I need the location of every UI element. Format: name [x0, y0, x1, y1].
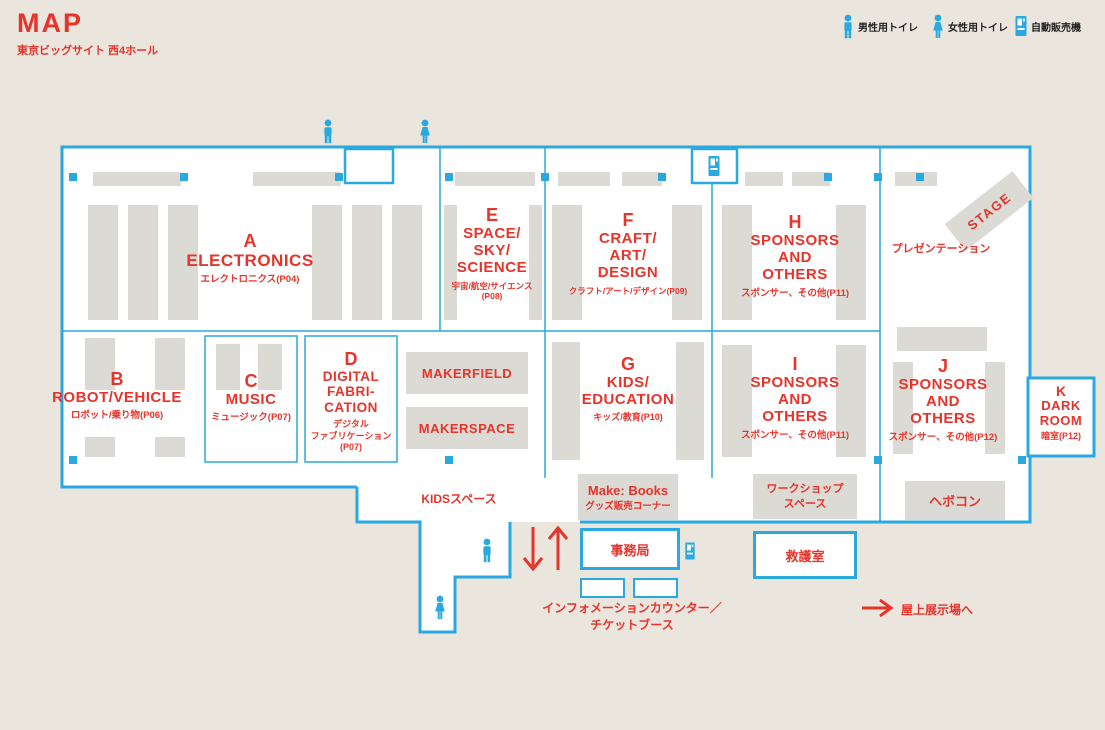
make-books-label: Make: Books — [587, 482, 669, 498]
hebocon-box: ヘボコン — [905, 481, 1005, 520]
top-mens-toilet-icon — [324, 119, 332, 144]
map-logo: MAP — [17, 8, 83, 38]
legend-womens-toilet-label: 女性用トイレ — [948, 23, 1008, 34]
area-kids-education: G KIDS/ EDUCATION キッズ/教育(P10) — [557, 355, 699, 424]
area-robot-vehicle: B ROBOT/VEHICLE ロボット/乗り物(P06) — [33, 370, 201, 422]
office-label: 事務局 — [610, 542, 650, 558]
makerspace-box: MAKERSPACE — [406, 407, 528, 449]
area-dark-room-letter: K — [1055, 383, 1067, 399]
section-dividers — [62, 147, 881, 522]
presentation-label: プレゼンテーション — [891, 243, 991, 255]
area-sponsors-j-jp: スポンサー、その他(P12) — [888, 431, 998, 443]
area-music-letter: C — [244, 371, 258, 391]
office-table-2 — [633, 578, 678, 598]
hall-outline — [60, 145, 1032, 634]
makerfield-label: MAKERFIELD — [421, 365, 513, 381]
makerspace-label: MAKERSPACE — [418, 420, 516, 436]
office-box: 事務局 — [580, 528, 680, 570]
area-sponsors-i-name: SPONSORS AND OTHERS — [750, 373, 840, 426]
legend-vending-machine-icon — [1015, 16, 1027, 36]
area-sponsors-h-jp: スポンサー、その他(P11) — [740, 287, 850, 299]
area-dark-room-jp: 暗室(P12) — [1040, 430, 1081, 441]
area-electronics-letter: A — [243, 231, 257, 251]
area-sponsors-i: I SPONSORS AND OTHERS スポンサー、その他(P11) — [728, 355, 862, 442]
area-sponsors-h: H SPONSORS AND OTHERS スポンサー、その他(P11) — [728, 213, 862, 300]
area-craft-art-design-letter: F — [622, 210, 634, 230]
top-door-box — [343, 147, 395, 185]
area-robot-vehicle-name: ROBOT/VEHICLE — [52, 388, 182, 406]
area-sponsors-h-name: SPONSORS AND OTHERS — [750, 231, 840, 284]
hall-vending-machine-icon — [708, 156, 720, 176]
area-sponsors-j-letter: J — [937, 356, 948, 376]
area-kids-education-letter: G — [620, 354, 635, 374]
area-dark-room: K DARK ROOM 暗室(P12) — [1028, 384, 1094, 442]
area-music: C MUSIC ミュージック(P07) — [206, 372, 296, 424]
workshop-box: ワークショップ スペース — [753, 474, 857, 519]
area-electronics-jp: エレクトロニクス(P04) — [200, 274, 300, 286]
legend-vending-label: 自動販売機 — [1031, 23, 1081, 34]
area-craft-art-design-name: CRAFT/ ART/ DESIGN — [597, 229, 659, 282]
area-digital-fabrication-jp: デジタル ファブリケーション (P07) — [310, 419, 392, 452]
entrance-up-arrow-icon — [547, 525, 569, 570]
area-sponsors-j-name: SPONSORS AND OTHERS — [898, 375, 988, 428]
area-robot-vehicle-letter: B — [110, 369, 124, 389]
area-music-jp: ミュージック(P07) — [210, 412, 292, 424]
entrance-down-arrow-icon — [522, 527, 544, 572]
area-craft-art-design-jp: クラフト/アート/デザイン(P09) — [568, 285, 688, 296]
area-space-sky-science-letter: E — [485, 205, 498, 225]
area-music-name: MUSIC — [225, 390, 277, 408]
rooftop-label: 屋上展示場へ — [901, 603, 974, 617]
area-kids-education-name: KIDS/ EDUCATION — [581, 373, 675, 409]
workshop-label: ワークショップ スペース — [766, 482, 844, 510]
area-space-sky-science-jp: 宇宙/航空/サイエンス (P08) — [451, 280, 533, 302]
first-aid-box: 救護室 — [753, 531, 857, 579]
area-robot-vehicle-jp: ロボット/乗り物(P06) — [70, 410, 164, 422]
area-space-sky-science: E SPACE/ SKY/ SCIENCE 宇宙/航空/サイエンス (P08) — [440, 206, 544, 302]
first-aid-label: 救護室 — [785, 548, 825, 564]
info-counter-label: インフォメーションカウンター／ チケットブース — [542, 601, 722, 633]
area-kids-education-jp: キッズ/教育(P10) — [593, 412, 663, 423]
booth-blocks — [85, 172, 1005, 460]
area-sponsors-h-letter: H — [788, 212, 802, 232]
area-craft-art-design: F CRAFT/ ART/ DESIGN クラフト/アート/デザイン(P09) — [553, 211, 703, 296]
kids-space-label: KIDSスペース — [421, 492, 497, 506]
area-dark-room-name: DARK ROOM — [1039, 397, 1083, 428]
office-vending-machine-icon — [685, 542, 695, 560]
area-digital-fabrication-name: DIGITAL FABRI- CATION — [322, 368, 380, 415]
area-sponsors-i-jp: スポンサー、その他(P11) — [740, 429, 850, 441]
legend-mens-toilet-label: 男性用トイレ — [858, 23, 918, 34]
area-electronics-name: ELECTRONICS — [186, 250, 314, 270]
goods-corner-label: グッズ販売コーナー — [585, 500, 671, 512]
area-digital-fabrication-letter: D — [344, 349, 358, 369]
legend-mens-toilet-icon — [844, 14, 852, 39]
hebocon-label: ヘボコン — [928, 494, 981, 509]
area-sponsors-i-letter: I — [792, 354, 798, 374]
makerfield-box: MAKERFIELD — [406, 352, 528, 394]
area-space-sky-science-name: SPACE/ SKY/ SCIENCE — [456, 224, 528, 277]
area-sponsors-j: J SPONSORS AND OTHERS スポンサー、その他(P12) — [876, 357, 1010, 444]
map-subtitle: 東京ビッグサイト 西4ホール — [17, 45, 159, 57]
top-womens-toilet-icon — [420, 119, 430, 143]
area-digital-fabrication: D DIGITAL FABRI- CATION デジタル ファブリケーション (… — [306, 350, 396, 453]
make-books-box: Make: Books グッズ販売コーナー — [578, 474, 678, 520]
legend-womens-toilet-icon — [933, 14, 943, 38]
dark-room-outline — [1026, 376, 1096, 458]
office-table-1 — [580, 578, 625, 598]
rooftop-arrow-icon — [862, 598, 894, 618]
area-electronics: A ELECTRONICS エレクトロニクス(P04) — [168, 232, 332, 286]
